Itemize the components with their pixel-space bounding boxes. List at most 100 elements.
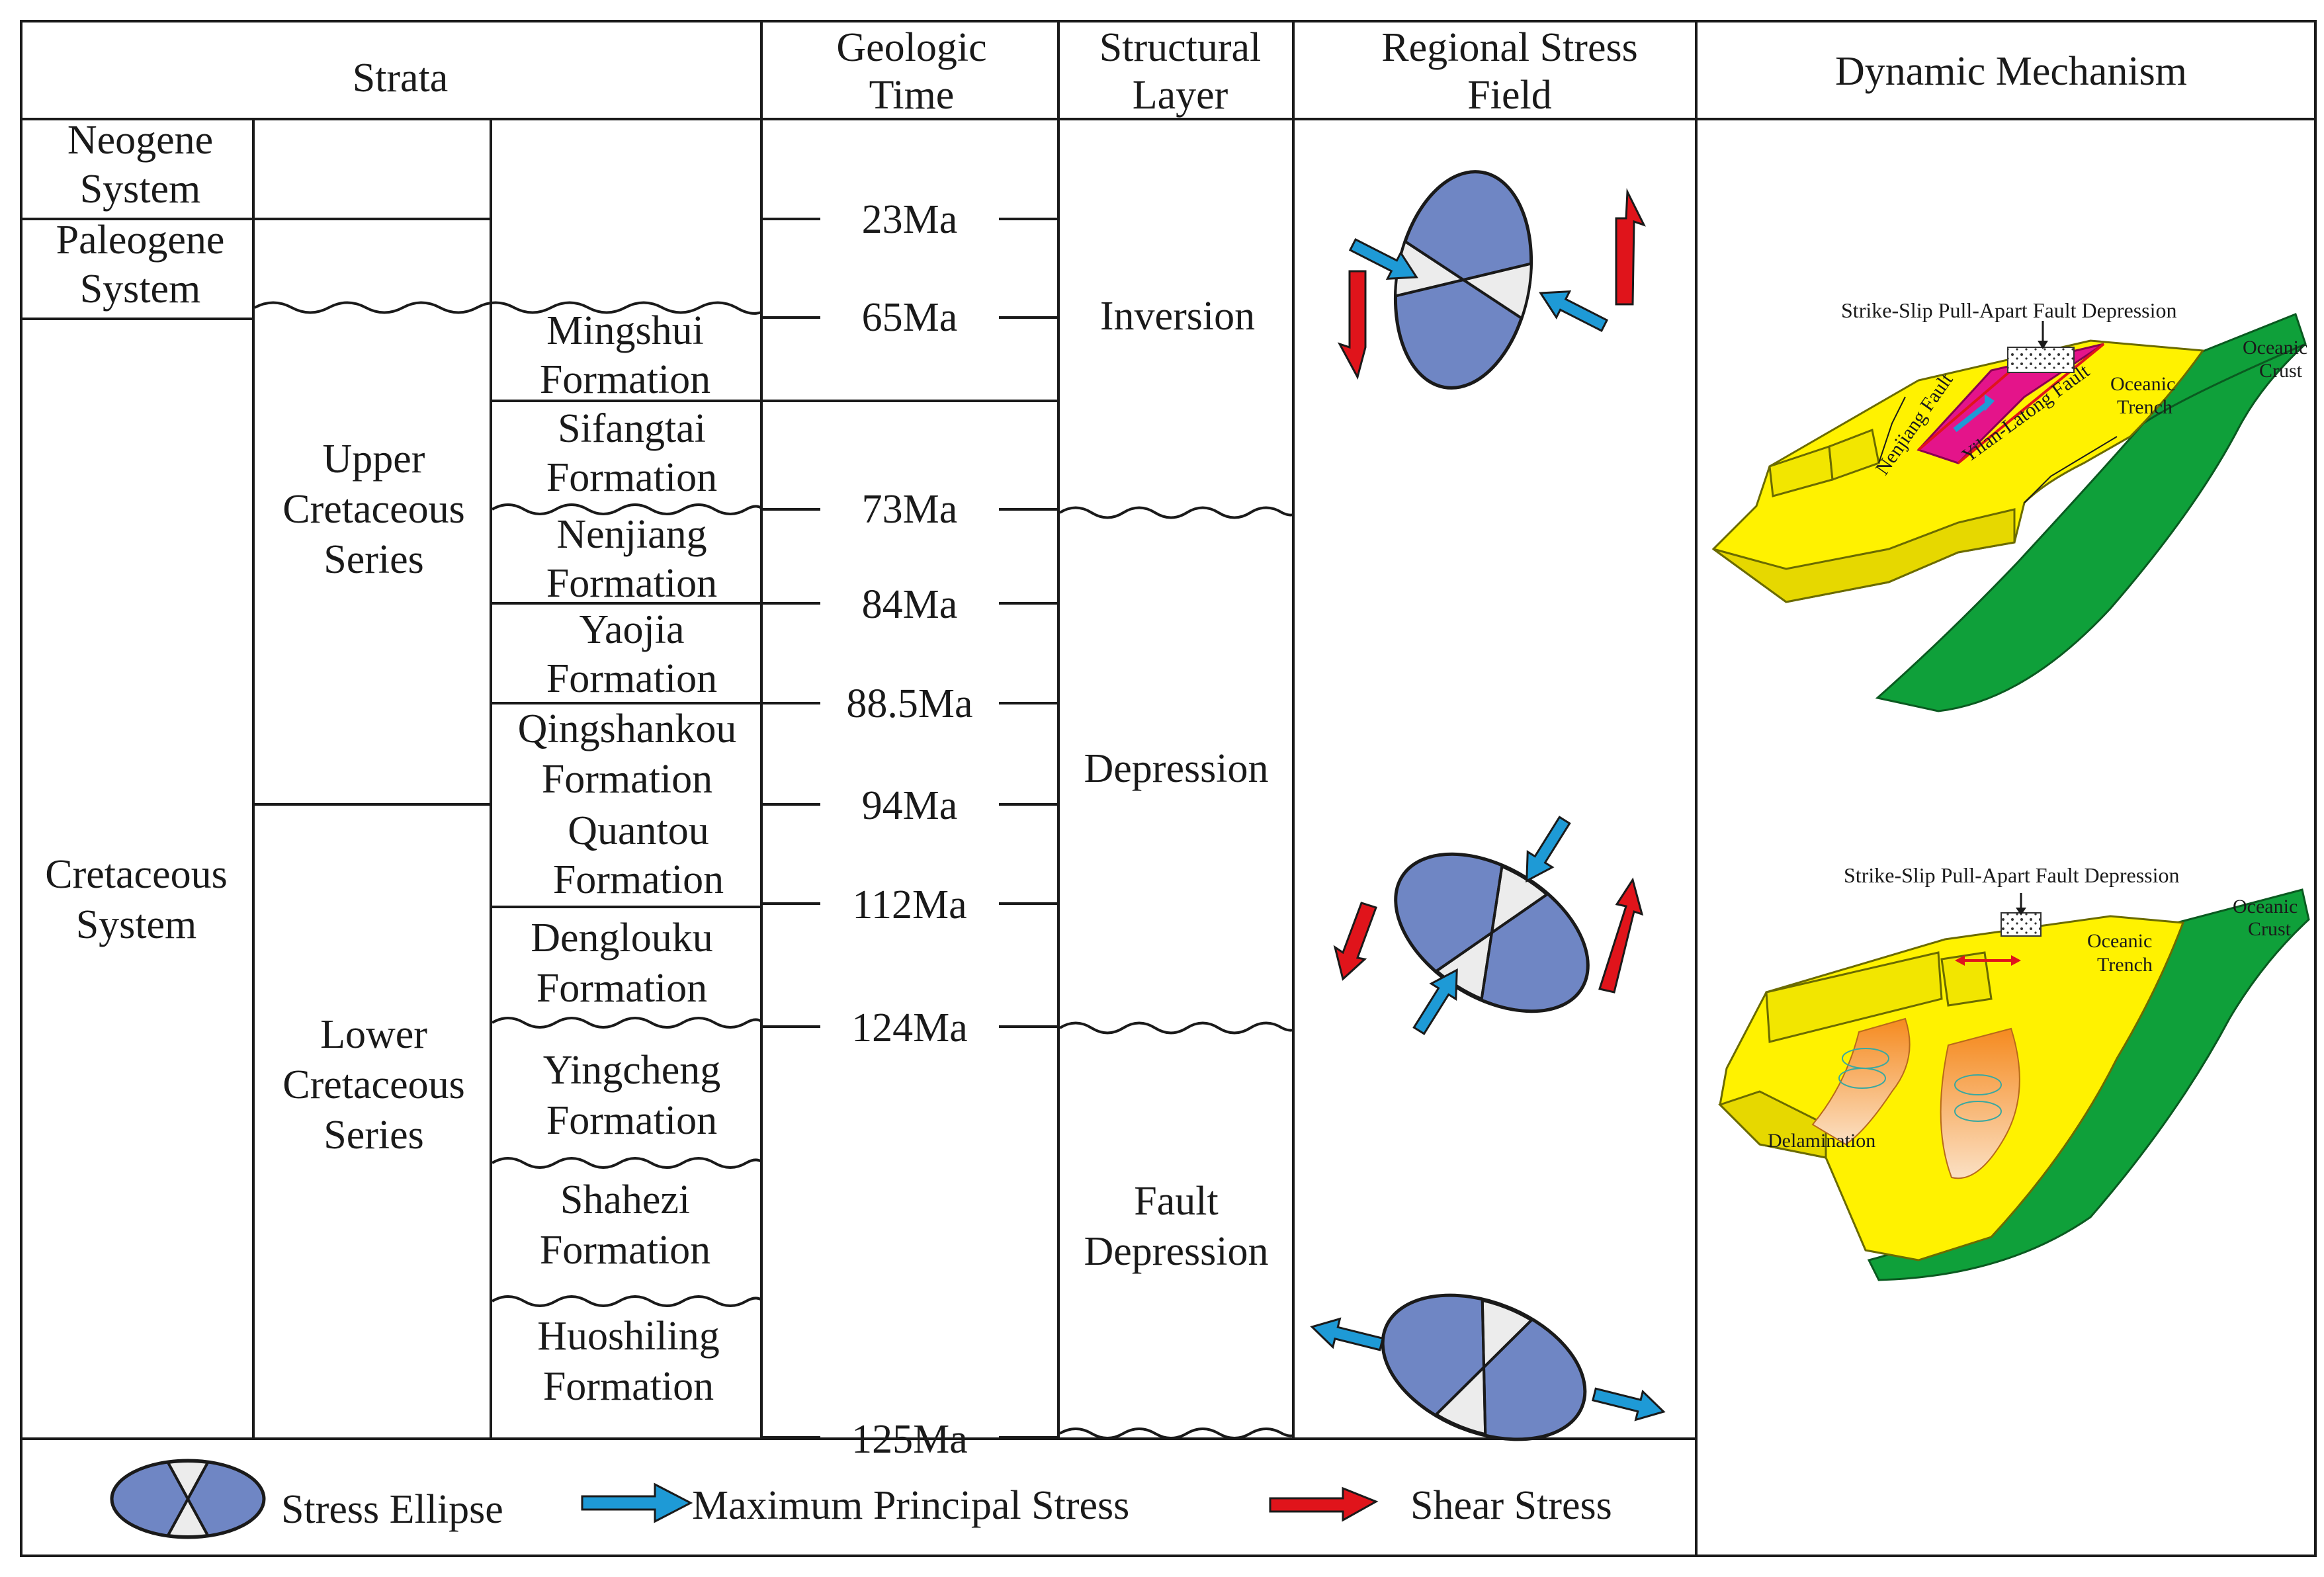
shear-arrow-down	[1337, 270, 1367, 380]
formation-qingshankou-2: Formation	[542, 757, 712, 802]
header-row: Strata Geologic Time Structural Layer Re…	[353, 25, 2187, 118]
max-stress-arrow	[1526, 816, 1571, 883]
series-upper-1: Upper	[323, 437, 425, 482]
header-geologic-time-2: Time	[869, 73, 955, 118]
formation-denglouku-1: Denglouku	[531, 916, 713, 960]
system-neogene-2: System	[80, 167, 201, 212]
series-upper-3: Series	[323, 537, 424, 582]
oceanic-crust-label-1: Oceanic	[2243, 337, 2307, 359]
unconformity-lines	[254, 301, 1294, 1439]
oceanic-trench-label-2: Trench	[2097, 954, 2153, 976]
legend-stress-ellipse-symbol	[110, 1459, 266, 1539]
age-label: 124Ma	[851, 1005, 968, 1050]
mechanism-title-top: Strike-Slip Pull-Apart Fault Depression	[1841, 298, 2177, 322]
age-ticks	[761, 218, 1058, 1439]
structural-layer-inversion: Inversion	[1100, 294, 1255, 339]
unconformity-huoshiling	[491, 1295, 763, 1307]
header-structural-layer-1: Structural	[1099, 25, 1262, 70]
max-stress-arrow	[1348, 237, 1418, 280]
max-stress-arrow	[1310, 1317, 1384, 1351]
legend: Stress Ellipse Maximum Principal Stress …	[110, 1459, 1612, 1539]
structural-unconformity-73ma	[1058, 506, 1294, 519]
system-cretaceous-1: Cretaceous	[45, 852, 227, 897]
structural-layer-depression: Depression	[1084, 746, 1269, 791]
unconformity-73ma	[491, 503, 763, 515]
stress-ellipse-inversion	[1393, 170, 1533, 390]
formation-sifangtai-1: Sifangtai	[558, 406, 706, 451]
oceanic-crust-label-2: Crust	[2248, 918, 2292, 940]
structural-layer-fault-2: Depression	[1084, 1229, 1269, 1274]
structural-layer-fault-1: Fault	[1134, 1179, 1218, 1224]
ages-column: 23Ma 65Ma 73Ma 84Ma 88.5Ma 94Ma 112Ma 12…	[846, 197, 972, 1462]
formation-nenjiang-2: Formation	[546, 561, 717, 606]
oceanic-crust-label-2: Crust	[2259, 360, 2303, 382]
age-label: 94Ma	[862, 783, 958, 828]
header-stress-field-1: Regional Stress	[1381, 25, 1637, 70]
series-upper-2: Cretaceous	[282, 487, 464, 532]
stress-ellipse-depression	[1394, 852, 1590, 1013]
legend-shear-arrow	[1269, 1486, 1379, 1522]
max-stress-arrow	[1412, 968, 1458, 1035]
age-label: 23Ma	[862, 197, 958, 242]
formation-shahezi-1: Shahezi	[560, 1177, 690, 1222]
mechanism-title-bottom: Strike-Slip Pull-Apart Fault Depression	[1844, 863, 2180, 887]
structural-layer-column: Inversion Depression Fault Depression	[1084, 294, 1269, 1274]
series-column: Upper Cretaceous Series Lower Cretaceous…	[282, 437, 464, 1158]
age-label: 125Ma	[851, 1417, 968, 1462]
formation-yaojia-2: Formation	[546, 656, 717, 701]
oceanic-trench-label-2: Trench	[2117, 396, 2173, 418]
header-strata: Strata	[353, 56, 449, 101]
delamination-label: Delamination	[1768, 1130, 1875, 1152]
formation-yingcheng-2: Formation	[546, 1098, 717, 1143]
legend-max-stress-arrow	[581, 1482, 693, 1523]
age-label: 65Ma	[862, 295, 958, 340]
max-stress-arrow	[1539, 290, 1609, 333]
age-label: 112Ma	[852, 882, 967, 927]
systems-column: Neogene System Paleogene System Cretaceo…	[45, 118, 227, 947]
stress-ellipse-fault-depression	[1381, 1293, 1587, 1441]
header-structural-layer-2: Layer	[1133, 73, 1228, 118]
series-lower-2: Cretaceous	[282, 1062, 464, 1107]
max-stress-arrow	[1592, 1387, 1666, 1422]
blue-stress-arrows	[1310, 237, 1666, 1422]
header-geologic-time-1: Geologic	[836, 25, 986, 70]
formation-huoshiling-2: Formation	[543, 1364, 714, 1409]
oceanic-trench-label-1: Oceanic	[2110, 373, 2175, 395]
formation-huoshiling-1: Huoshiling	[537, 1314, 720, 1359]
legend-max-stress-label: Maximum Principal Stress	[692, 1483, 1129, 1528]
legend-ellipse-label: Stress Ellipse	[281, 1487, 503, 1532]
unconformity-65ma	[254, 301, 762, 315]
mechanism-diagram-top: Strike-Slip Pull-Apart Fault Depression …	[1711, 298, 2307, 712]
formation-mingshui-2: Formation	[540, 357, 710, 402]
formation-yaojia-1: Yaojia	[579, 607, 684, 652]
formation-qingshankou-1: Qingshankou	[518, 706, 737, 751]
age-label: 73Ma	[862, 487, 958, 532]
header-stress-field-2: Field	[1467, 73, 1551, 118]
series-lower-3: Series	[323, 1113, 424, 1158]
shear-arrow-up	[1615, 188, 1646, 306]
formations-column: Mingshui Formation Sifangtai Formation N…	[518, 308, 737, 1409]
unconformity-shahezi	[491, 1157, 763, 1169]
formation-quantou-2: Formation	[553, 857, 724, 902]
age-label: 88.5Ma	[846, 681, 972, 726]
system-paleogene-2: System	[80, 267, 201, 312]
system-neogene-1: Neogene	[67, 118, 213, 163]
formation-sifangtai-2: Formation	[546, 455, 717, 500]
structural-unconformity-124ma	[1058, 1021, 1294, 1035]
oceanic-crust-label-1: Oceanic	[2233, 896, 2298, 917]
system-paleogene-1: Paleogene	[56, 218, 225, 263]
system-cretaceous-2: System	[76, 902, 197, 947]
formation-shahezi-2: Formation	[540, 1228, 710, 1273]
formation-mingshui-1: Mingshui	[546, 308, 704, 353]
age-label: 84Ma	[862, 582, 958, 627]
unconformity-125ma-right	[1058, 1428, 1294, 1439]
shear-arrow-up	[1598, 877, 1644, 994]
formation-nenjiang-1: Nenjiang	[556, 512, 707, 557]
legend-shear-label: Shear Stress	[1410, 1483, 1612, 1528]
formation-quantou-1: Quantou	[568, 808, 709, 853]
header-mechanism: Dynamic Mechanism	[1835, 49, 2187, 94]
red-shear-arrows	[1333, 188, 1646, 994]
mechanism-diagram-bottom: Strike-Slip Pull-Apart Fault Depression …	[1718, 863, 2310, 1281]
formation-yingcheng-1: Yingcheng	[543, 1048, 721, 1093]
